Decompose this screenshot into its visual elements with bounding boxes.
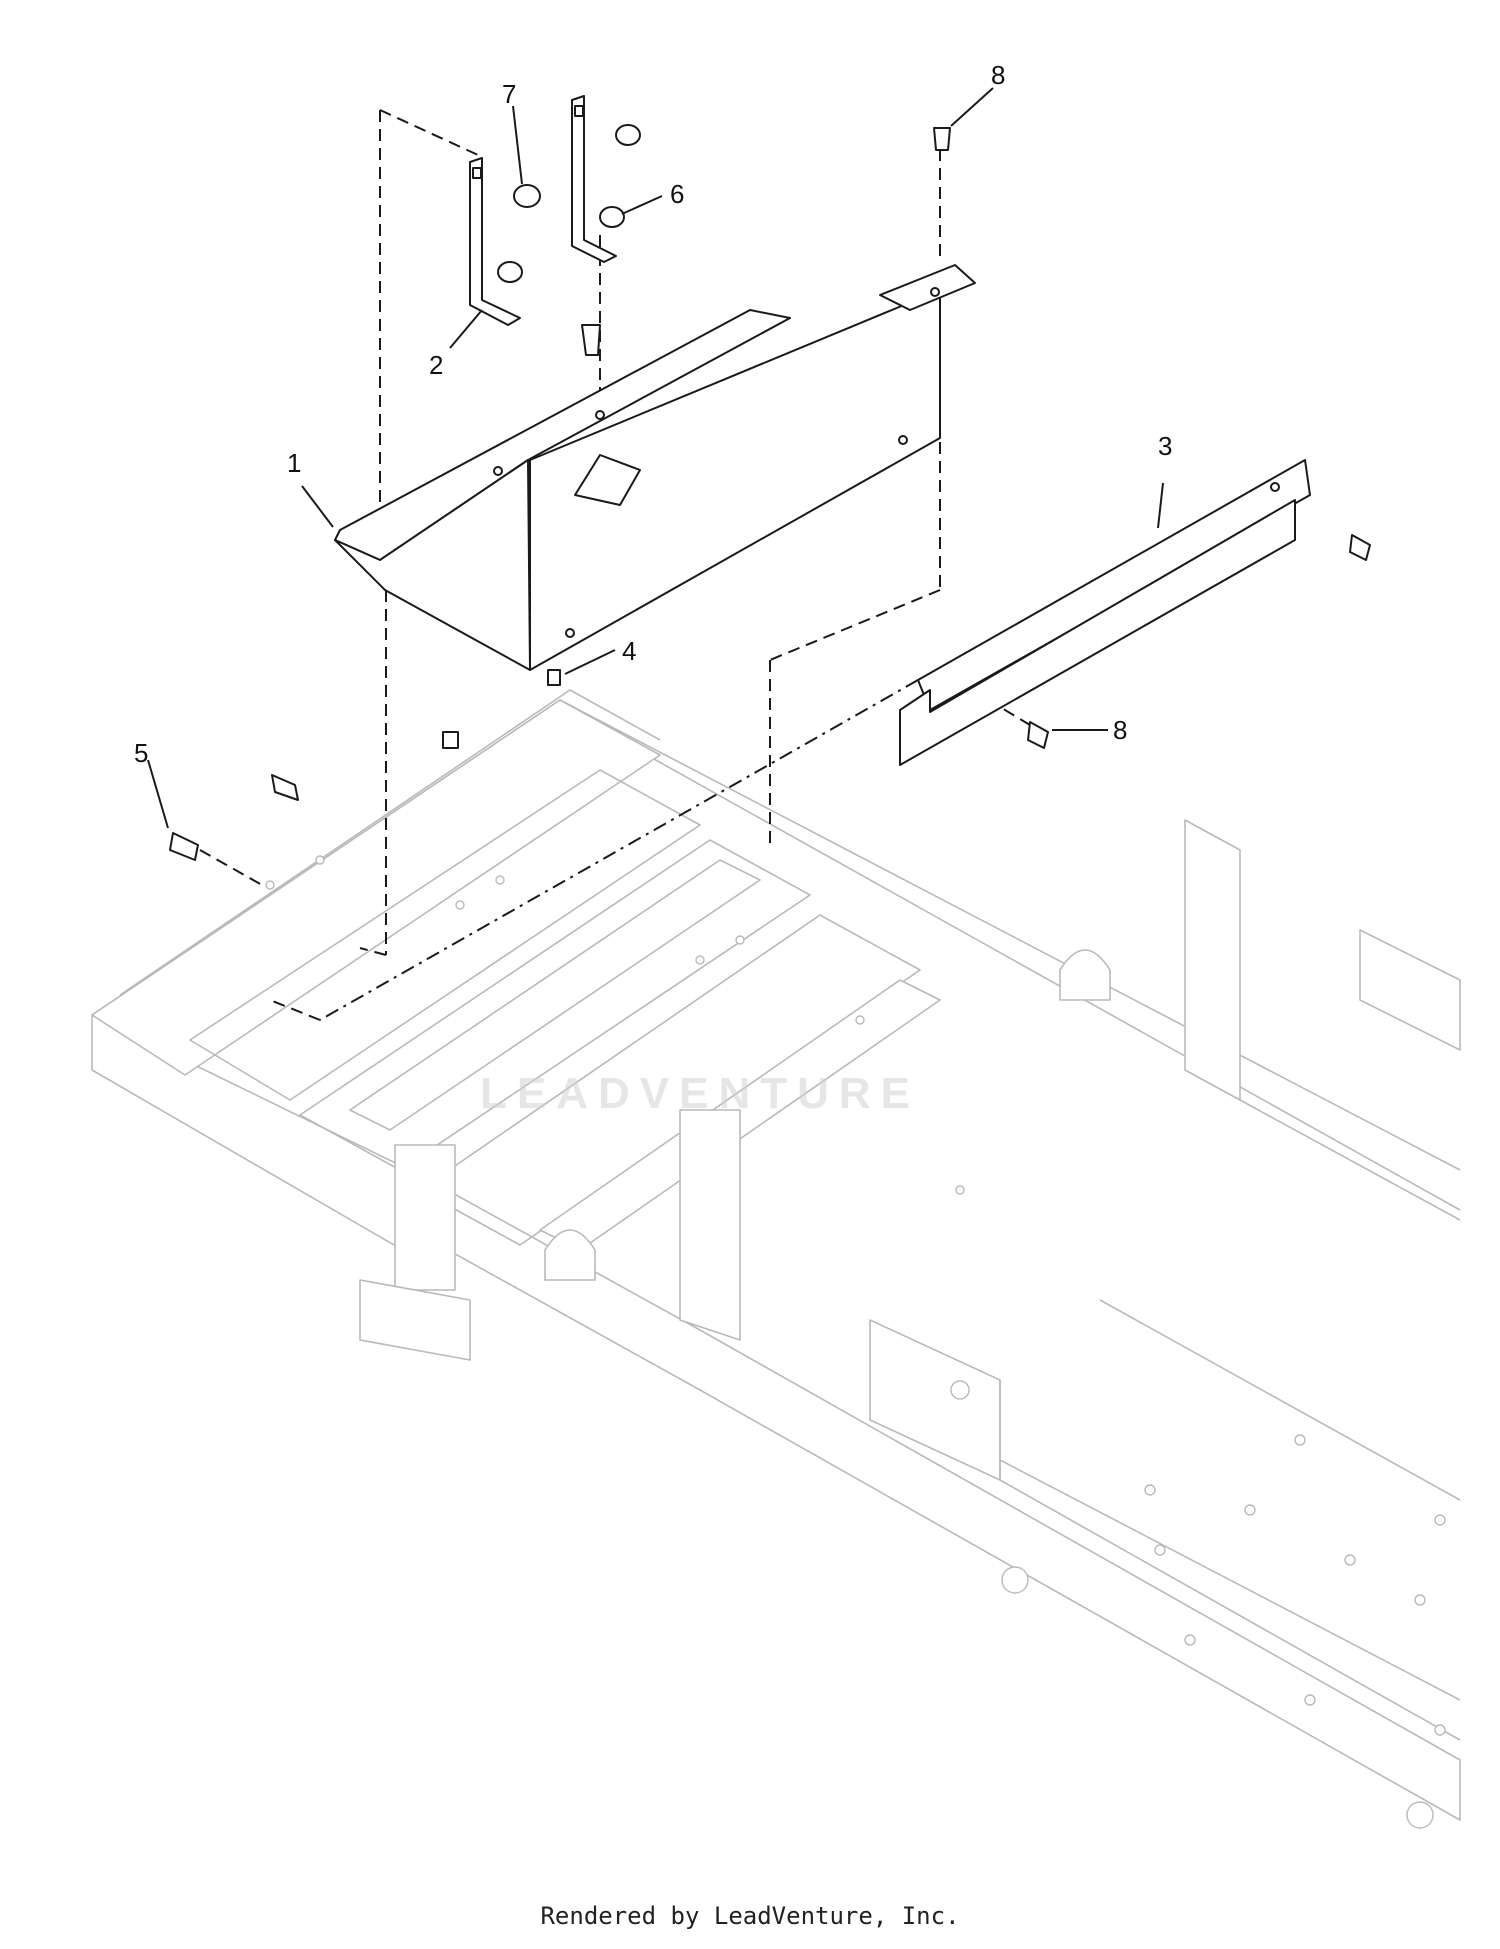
hardware [169,124,1371,861]
bolt [581,324,601,356]
watermark-text: LEADVENTURE [480,1069,920,1118]
footer-credit: Rendered by LeadVenture, Inc. [540,1902,960,1930]
callout-4: 4 [622,636,636,666]
part-8-screw [1027,721,1049,749]
part-1-cover [334,264,976,671]
bolt [271,774,299,801]
callout-1: 1 [287,448,301,478]
part-8-screw [933,127,951,151]
callout-7: 7 [502,79,516,109]
callout-5: 5 [134,738,148,768]
part-3-side-panel [899,459,1311,766]
part-6-nut [599,206,625,228]
part-7-nut [513,184,541,208]
callout-6: 6 [670,179,684,209]
callout-8-top: 8 [991,60,1005,90]
part-5-bolt [169,832,199,861]
bolt [442,731,459,749]
callout-3: 3 [1158,431,1172,461]
chassis-frame [91,689,1461,1829]
callout-leaders [147,87,1164,829]
callout-labels: 1 2 3 4 5 6 7 8 8 [134,60,1172,768]
part-2-brackets [469,95,617,326]
nut [615,124,641,146]
callout-8-right: 8 [1113,715,1127,745]
nut [497,261,523,283]
part-4-rivet [547,669,561,686]
screw [1349,534,1371,561]
callout-2: 2 [429,350,443,380]
